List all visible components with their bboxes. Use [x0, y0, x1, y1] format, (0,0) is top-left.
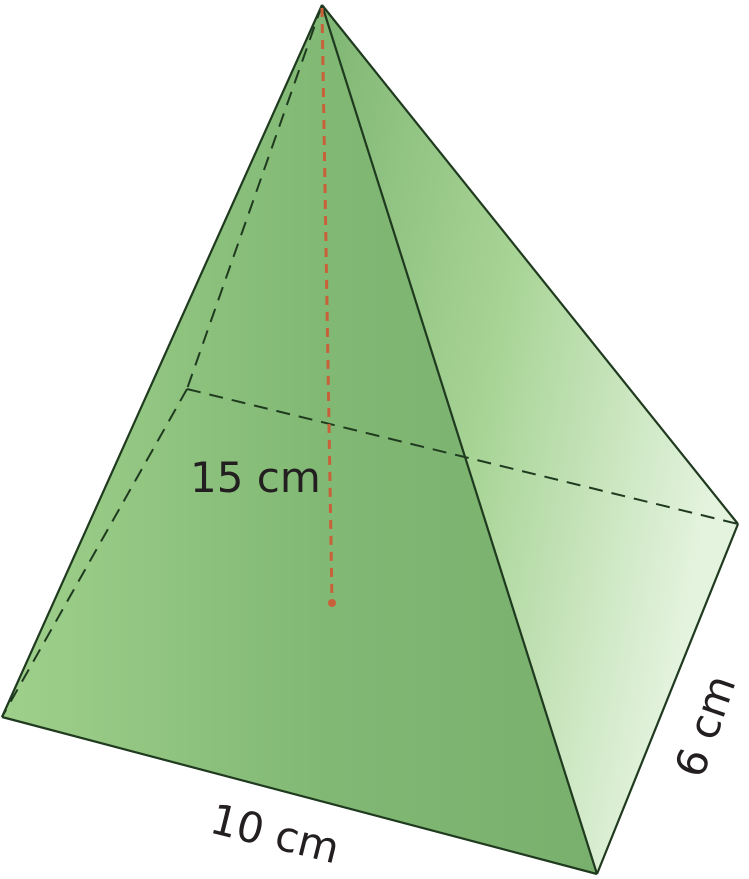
visible-edges: [0, 4, 740, 876]
base-center-dot: [328, 599, 336, 607]
edge-base-right: [595, 523, 740, 875]
hidden-edge-back-right: [186, 388, 739, 525]
pyramid-right-face: [322, 5, 738, 874]
edge-apex-front-right: [320, 4, 599, 875]
edge-base-front: [1, 715, 598, 876]
edge-apex-back-right: [321, 4, 739, 525]
edge-apex-front-left: [0, 4, 324, 718]
pyramid-front-face: [2, 5, 597, 874]
hidden-edges: [1, 4, 739, 718]
width-label: 6 cm: [665, 669, 745, 783]
length-label: 10 cm: [206, 794, 345, 873]
height-label: 15 cm: [190, 453, 321, 502]
hidden-edge-back-left: [1, 388, 188, 718]
height-line: [320, 7, 334, 604]
